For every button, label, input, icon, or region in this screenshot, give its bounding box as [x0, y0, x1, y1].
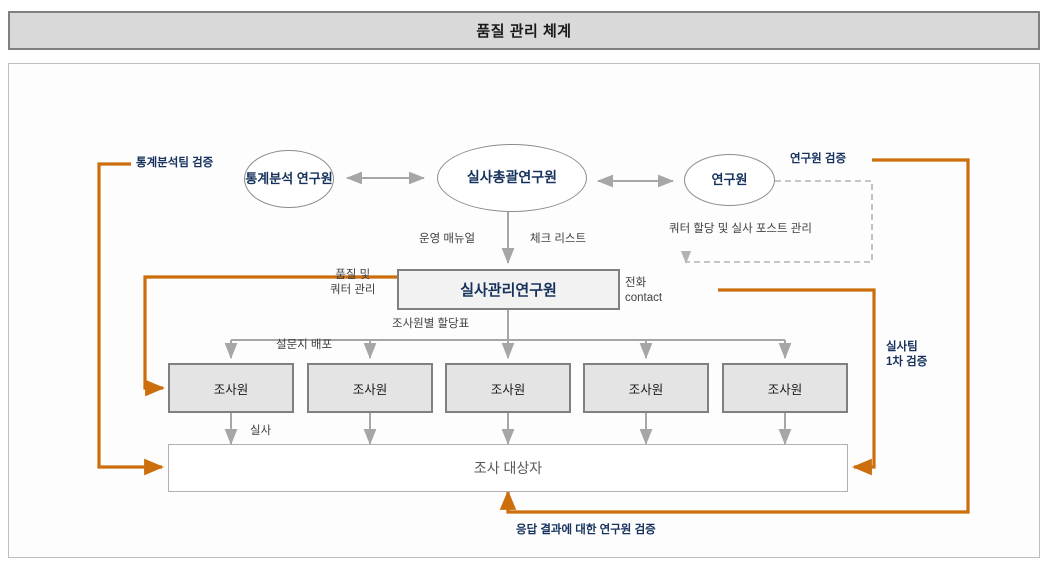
diagram-title-bar: 품질 관리 체계 — [8, 11, 1040, 50]
node-field-director[interactable]: 실사총괄연구원 — [437, 144, 587, 212]
node-stat-researcher[interactable]: 통계분석 연구원 — [244, 150, 334, 208]
node-field-manager-label: 실사관리연구원 — [460, 282, 557, 299]
page-title: 품질 관리 체계 — [476, 23, 572, 40]
label-phone-contact: 전화 contact — [625, 277, 663, 304]
node-researcher-label: 연구원 — [711, 171, 748, 187]
node-surveyor-2-label: 조사원 — [352, 382, 388, 397]
node-respondent-label: 조사 대상자 — [473, 460, 543, 476]
label-stat-team-verification: 통계분석팀 검증 — [136, 157, 214, 169]
node-researcher[interactable]: 연구원 — [684, 154, 775, 206]
label-field-survey: 실사 — [250, 425, 272, 437]
node-surveyor-2[interactable]: 조사원 — [307, 363, 433, 413]
node-surveyor-4-label: 조사원 — [628, 382, 664, 397]
label-field-team-first-verification: 실사팀 1차 검증 — [886, 341, 928, 368]
node-surveyor-5[interactable]: 조사원 — [722, 363, 848, 413]
label-quality-quota: 품질 및 쿼터 관리 — [330, 269, 376, 296]
label-check-list: 체크 리스트 — [530, 233, 587, 245]
label-quota-allocation: 쿼터 할당 및 실사 포스트 관리 — [669, 223, 812, 235]
node-surveyor-1[interactable]: 조사원 — [168, 363, 294, 413]
node-surveyor-1-label: 조사원 — [213, 382, 249, 397]
label-assignment-table: 조사원별 할당표 — [392, 318, 470, 330]
node-surveyor-4[interactable]: 조사원 — [583, 363, 709, 413]
node-field-director-label: 실사총괄연구원 — [466, 169, 558, 186]
label-response-result-verification: 응답 결과에 대한 연구원 검증 — [516, 524, 656, 536]
node-surveyor-3[interactable]: 조사원 — [445, 363, 571, 413]
label-operation-manual: 운영 매뉴얼 — [419, 233, 476, 245]
node-surveyor-3-label: 조사원 — [490, 382, 526, 397]
node-stat-researcher-label: 통계분석 연구원 — [245, 170, 333, 186]
node-respondent[interactable]: 조사 대상자 — [168, 444, 848, 492]
label-questionnaire-distribution: 설문지 배포 — [276, 339, 333, 351]
node-field-manager[interactable]: 실사관리연구원 — [397, 269, 620, 310]
node-surveyor-5-label: 조사원 — [767, 382, 803, 397]
label-researcher-verification: 연구원 검증 — [790, 153, 847, 165]
